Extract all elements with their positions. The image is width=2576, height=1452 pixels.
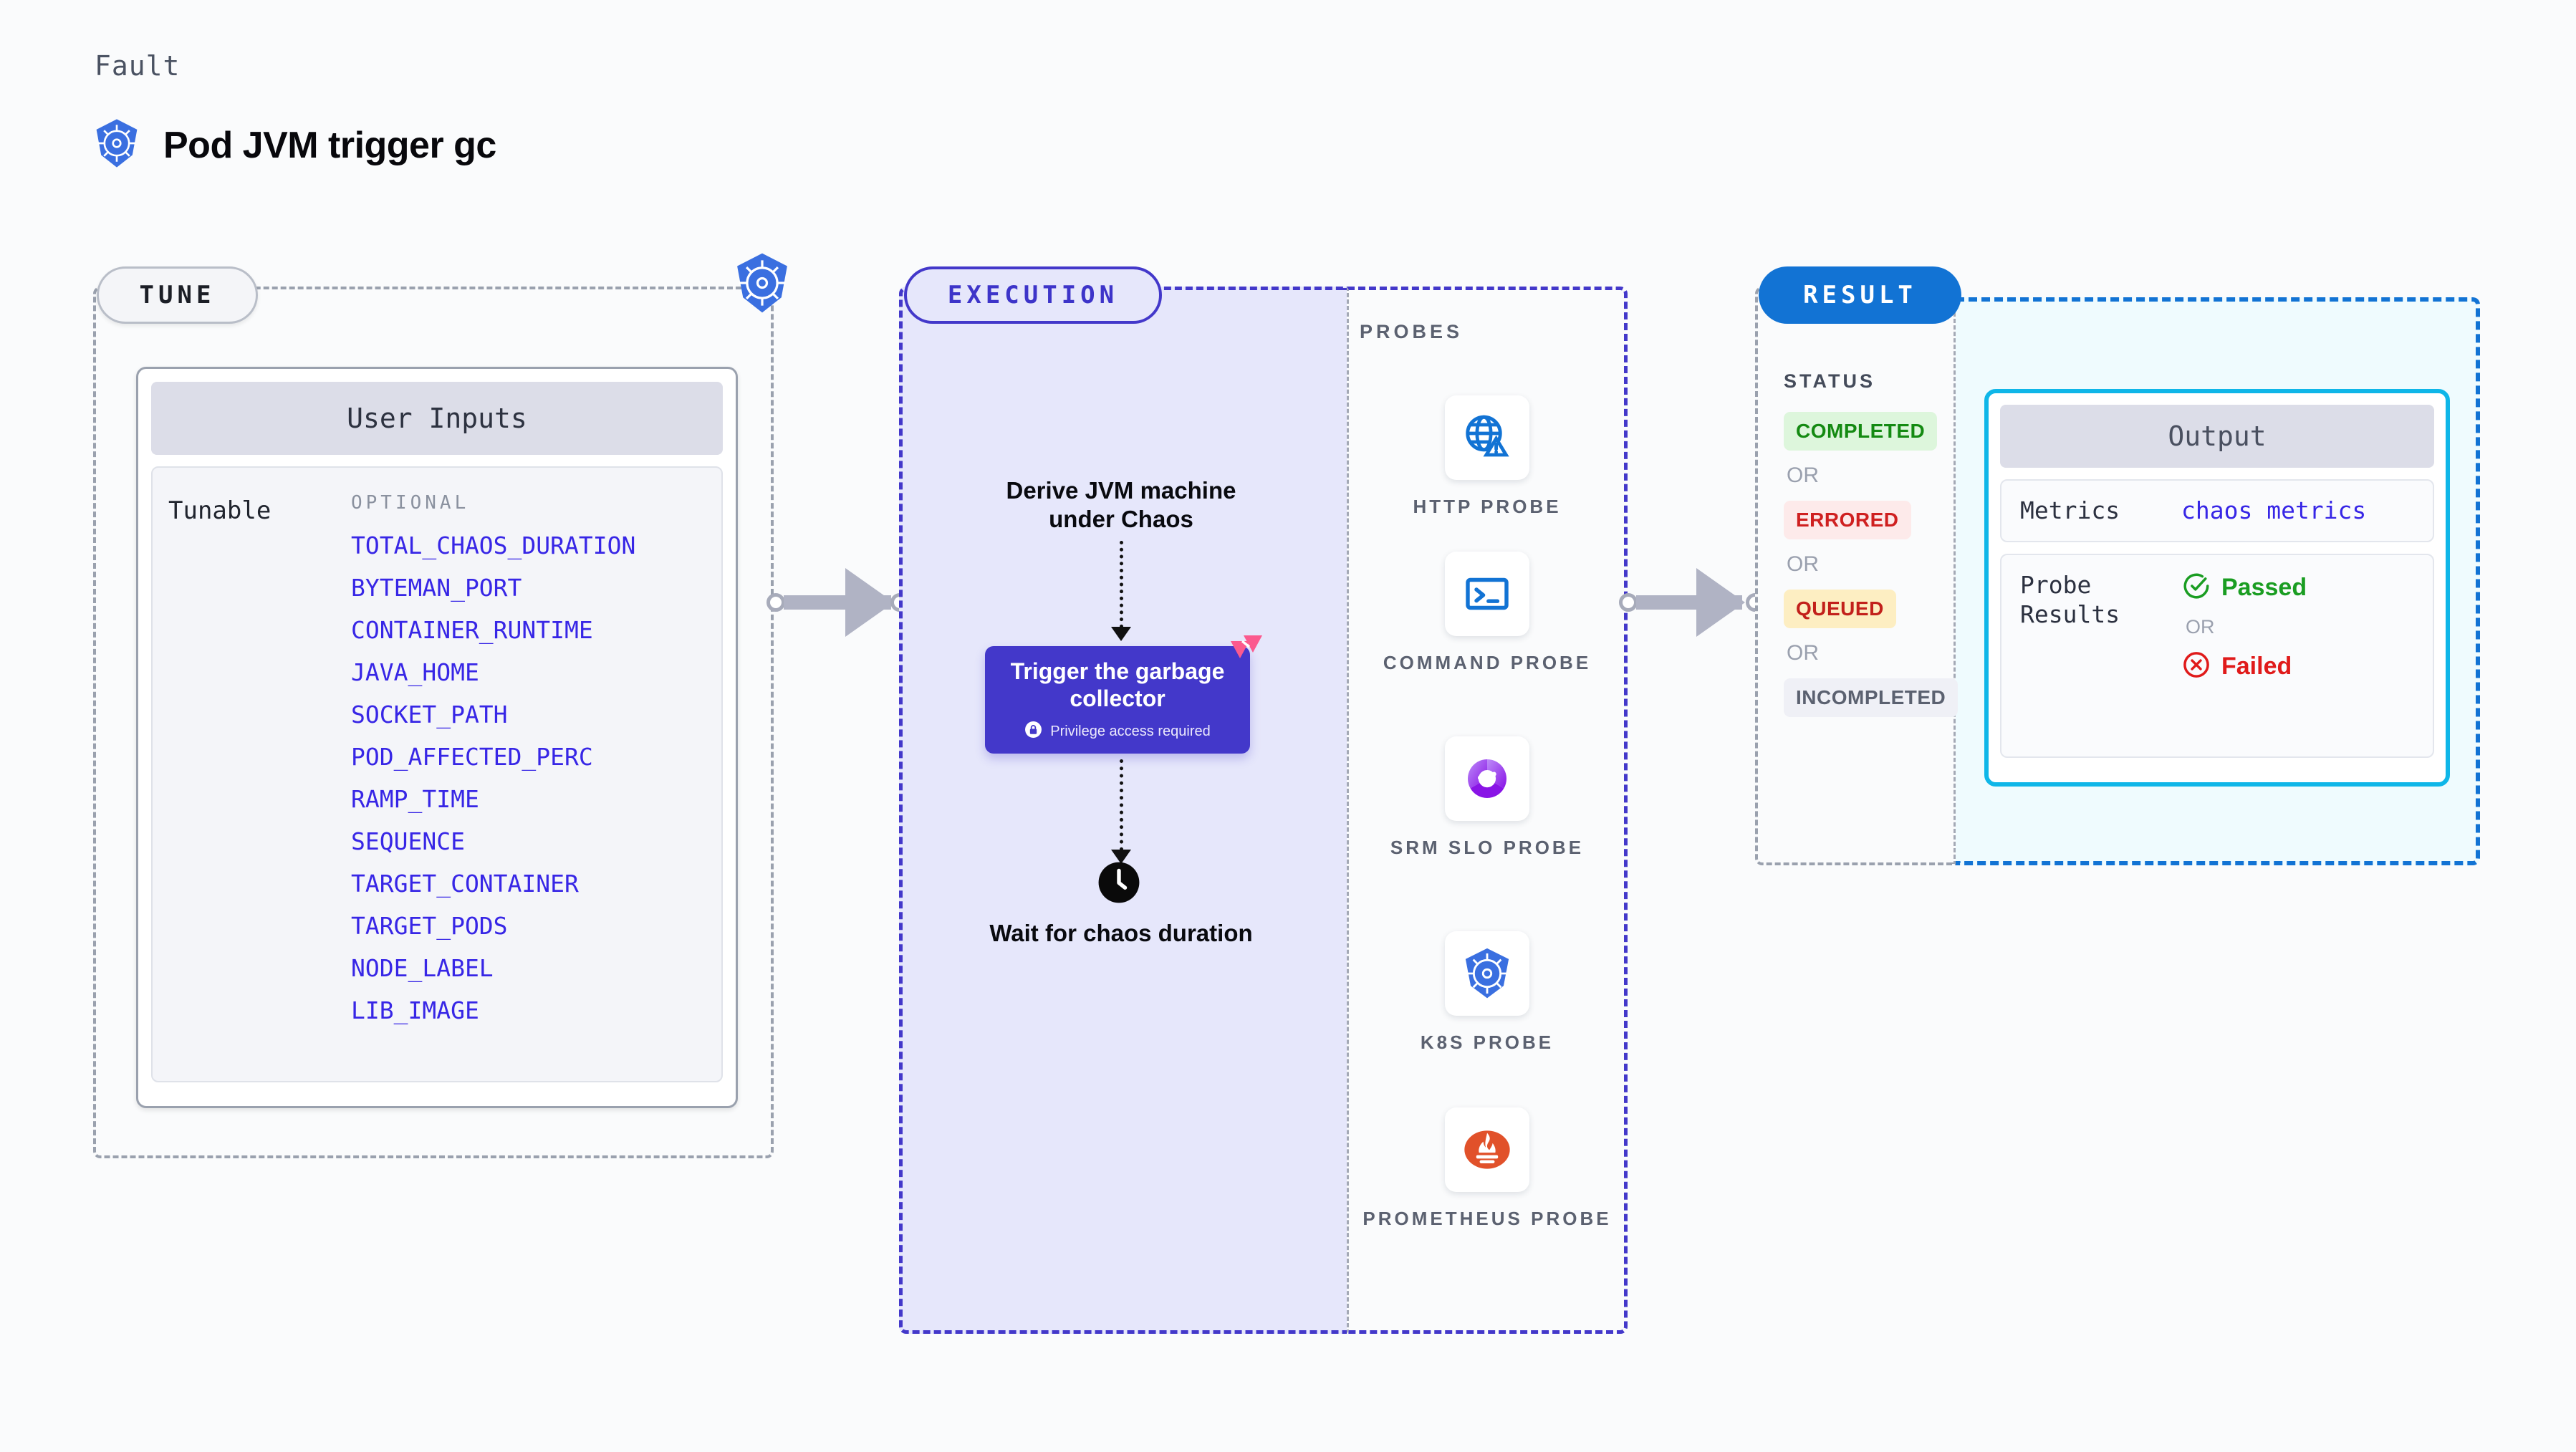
flow-arrow-head [1111,627,1131,641]
probe-item-command[interactable]: COMMAND PROBE [1347,552,1628,675]
tunable-item[interactable]: BYTEMAN_PORT [351,574,522,602]
output-metrics-row: Metrics chaos metrics [2000,479,2434,543]
status-badge-errored: ERRORED [1784,501,1911,539]
status-badge-incompleted: INCOMPLETED [1784,678,1959,717]
probe-result-passed: Passed [2181,571,2307,605]
probe-result-or-label: OR [2186,616,2215,638]
execution-step-derive: Derive JVM machine under Chaos [1006,477,1236,533]
probe-result-failed: Failed [2181,650,2307,683]
status-list: COMPLETED OR ERRORED OR QUEUED OR INCOMP… [1784,412,1970,717]
privilege-note-text: Privilege access required [1050,723,1211,739]
srm-slo-icon [1445,736,1529,821]
probes-section-label: PROBES [1360,321,1464,342]
status-or-label: OR [1787,463,1819,487]
tunable-item[interactable]: RAMP_TIME [351,785,479,813]
tune-kubernetes-icon [733,252,792,313]
stage-pill-result[interactable]: RESULT [1759,266,1961,324]
probe-result-failed-label: Failed [2221,653,2292,681]
status-section-label: STATUS [1784,370,1875,392]
lock-icon [1024,721,1042,742]
tunable-item[interactable]: SOCKET_PATH [351,701,508,729]
tunable-item[interactable]: NODE_LABEL [351,954,494,982]
tunable-item[interactable]: JAVA_HOME [351,658,479,686]
tunable-item[interactable]: POD_AFFECTED_PERC [351,743,593,771]
probe-label: K8S PROBE [1420,1032,1554,1053]
clock-icon [1097,860,1141,905]
user-inputs-body: Tunable OPTIONAL TOTAL_CHAOS_DURATION BY… [151,466,723,1082]
output-metrics-value[interactable]: chaos metrics [2181,496,2367,524]
page-kicker: Fault [95,50,181,82]
tune-region [93,287,774,1158]
probe-item-srm-slo[interactable]: SRM SLO PROBE [1347,736,1628,860]
probe-label: HTTP PROBE [1413,496,1562,517]
user-inputs-card: User Inputs Tunable OPTIONAL TOTAL_CHAOS… [136,367,738,1108]
chaos-fault-badge-icon [1225,628,1268,671]
optional-label: OPTIONAL [351,492,470,514]
flow-arrow-head [1111,850,1131,864]
tunable-item[interactable]: CONTAINER_RUNTIME [351,616,593,644]
privilege-note: Privilege access required [1024,721,1211,742]
execution-action-title: Trigger the garbage collector [1010,658,1225,711]
execution-action-card[interactable]: Trigger the garbage collector Privilege … [985,635,1262,754]
stage-pill-execution[interactable]: EXECUTION [904,266,1162,324]
tunable-item[interactable]: TARGET_CONTAINER [351,870,579,898]
probe-item-k8s[interactable]: K8S PROBE [1347,931,1628,1055]
output-probe-results-row: Probe Results Passed OR [2000,554,2434,759]
status-badge-completed: COMPLETED [1784,412,1938,451]
prometheus-icon [1445,1107,1529,1192]
flow-connector-line [1120,541,1123,628]
kubernetes-icon [1445,931,1529,1016]
globe-warning-icon [1445,395,1529,480]
tunable-section-label: Tunable [168,496,271,525]
stage-pill-tune[interactable]: TUNE [97,266,258,324]
page-header: Pod JVM trigger gc [93,118,496,172]
tunable-list: TOTAL_CHAOS_DURATION BYTEMAN_PORT CONTAI… [351,534,721,1041]
probe-result-passed-label: Passed [2221,574,2307,602]
execution-step-wait: Wait for chaos duration [989,920,1253,946]
output-metrics-key: Metrics [2020,496,2120,524]
output-card-title: Output [2000,405,2434,468]
probe-item-http[interactable]: HTTP PROBE [1347,395,1628,519]
tunable-item[interactable]: TOTAL_CHAOS_DURATION [351,532,636,559]
result-status-region [1755,287,1956,865]
probe-label: SRM SLO PROBE [1390,837,1585,858]
status-badge-queued: QUEUED [1784,590,1896,628]
probe-label: PROMETHEUS PROBE [1363,1208,1612,1229]
status-or-label: OR [1787,641,1819,665]
tunable-item[interactable]: LIB_IMAGE [351,996,479,1024]
terminal-icon [1445,552,1529,636]
tunable-item[interactable]: SEQUENCE [351,827,465,855]
probe-item-prometheus[interactable]: PROMETHEUS PROBE [1347,1107,1628,1231]
flow-connector-line [1120,759,1123,851]
page-title: Pod JVM trigger gc [163,124,496,166]
kubernetes-icon [93,118,140,172]
probe-label: COMMAND PROBE [1383,652,1592,673]
output-card: Output Metrics chaos metrics Probe Resul… [1984,389,2450,787]
check-circle-icon [2181,571,2211,605]
status-or-label: OR [1787,552,1819,576]
user-inputs-title: User Inputs [151,382,723,455]
x-circle-icon [2181,650,2211,683]
tunable-item[interactable]: TARGET_PODS [351,912,508,940]
output-probe-key: Probe Results [2020,571,2120,628]
